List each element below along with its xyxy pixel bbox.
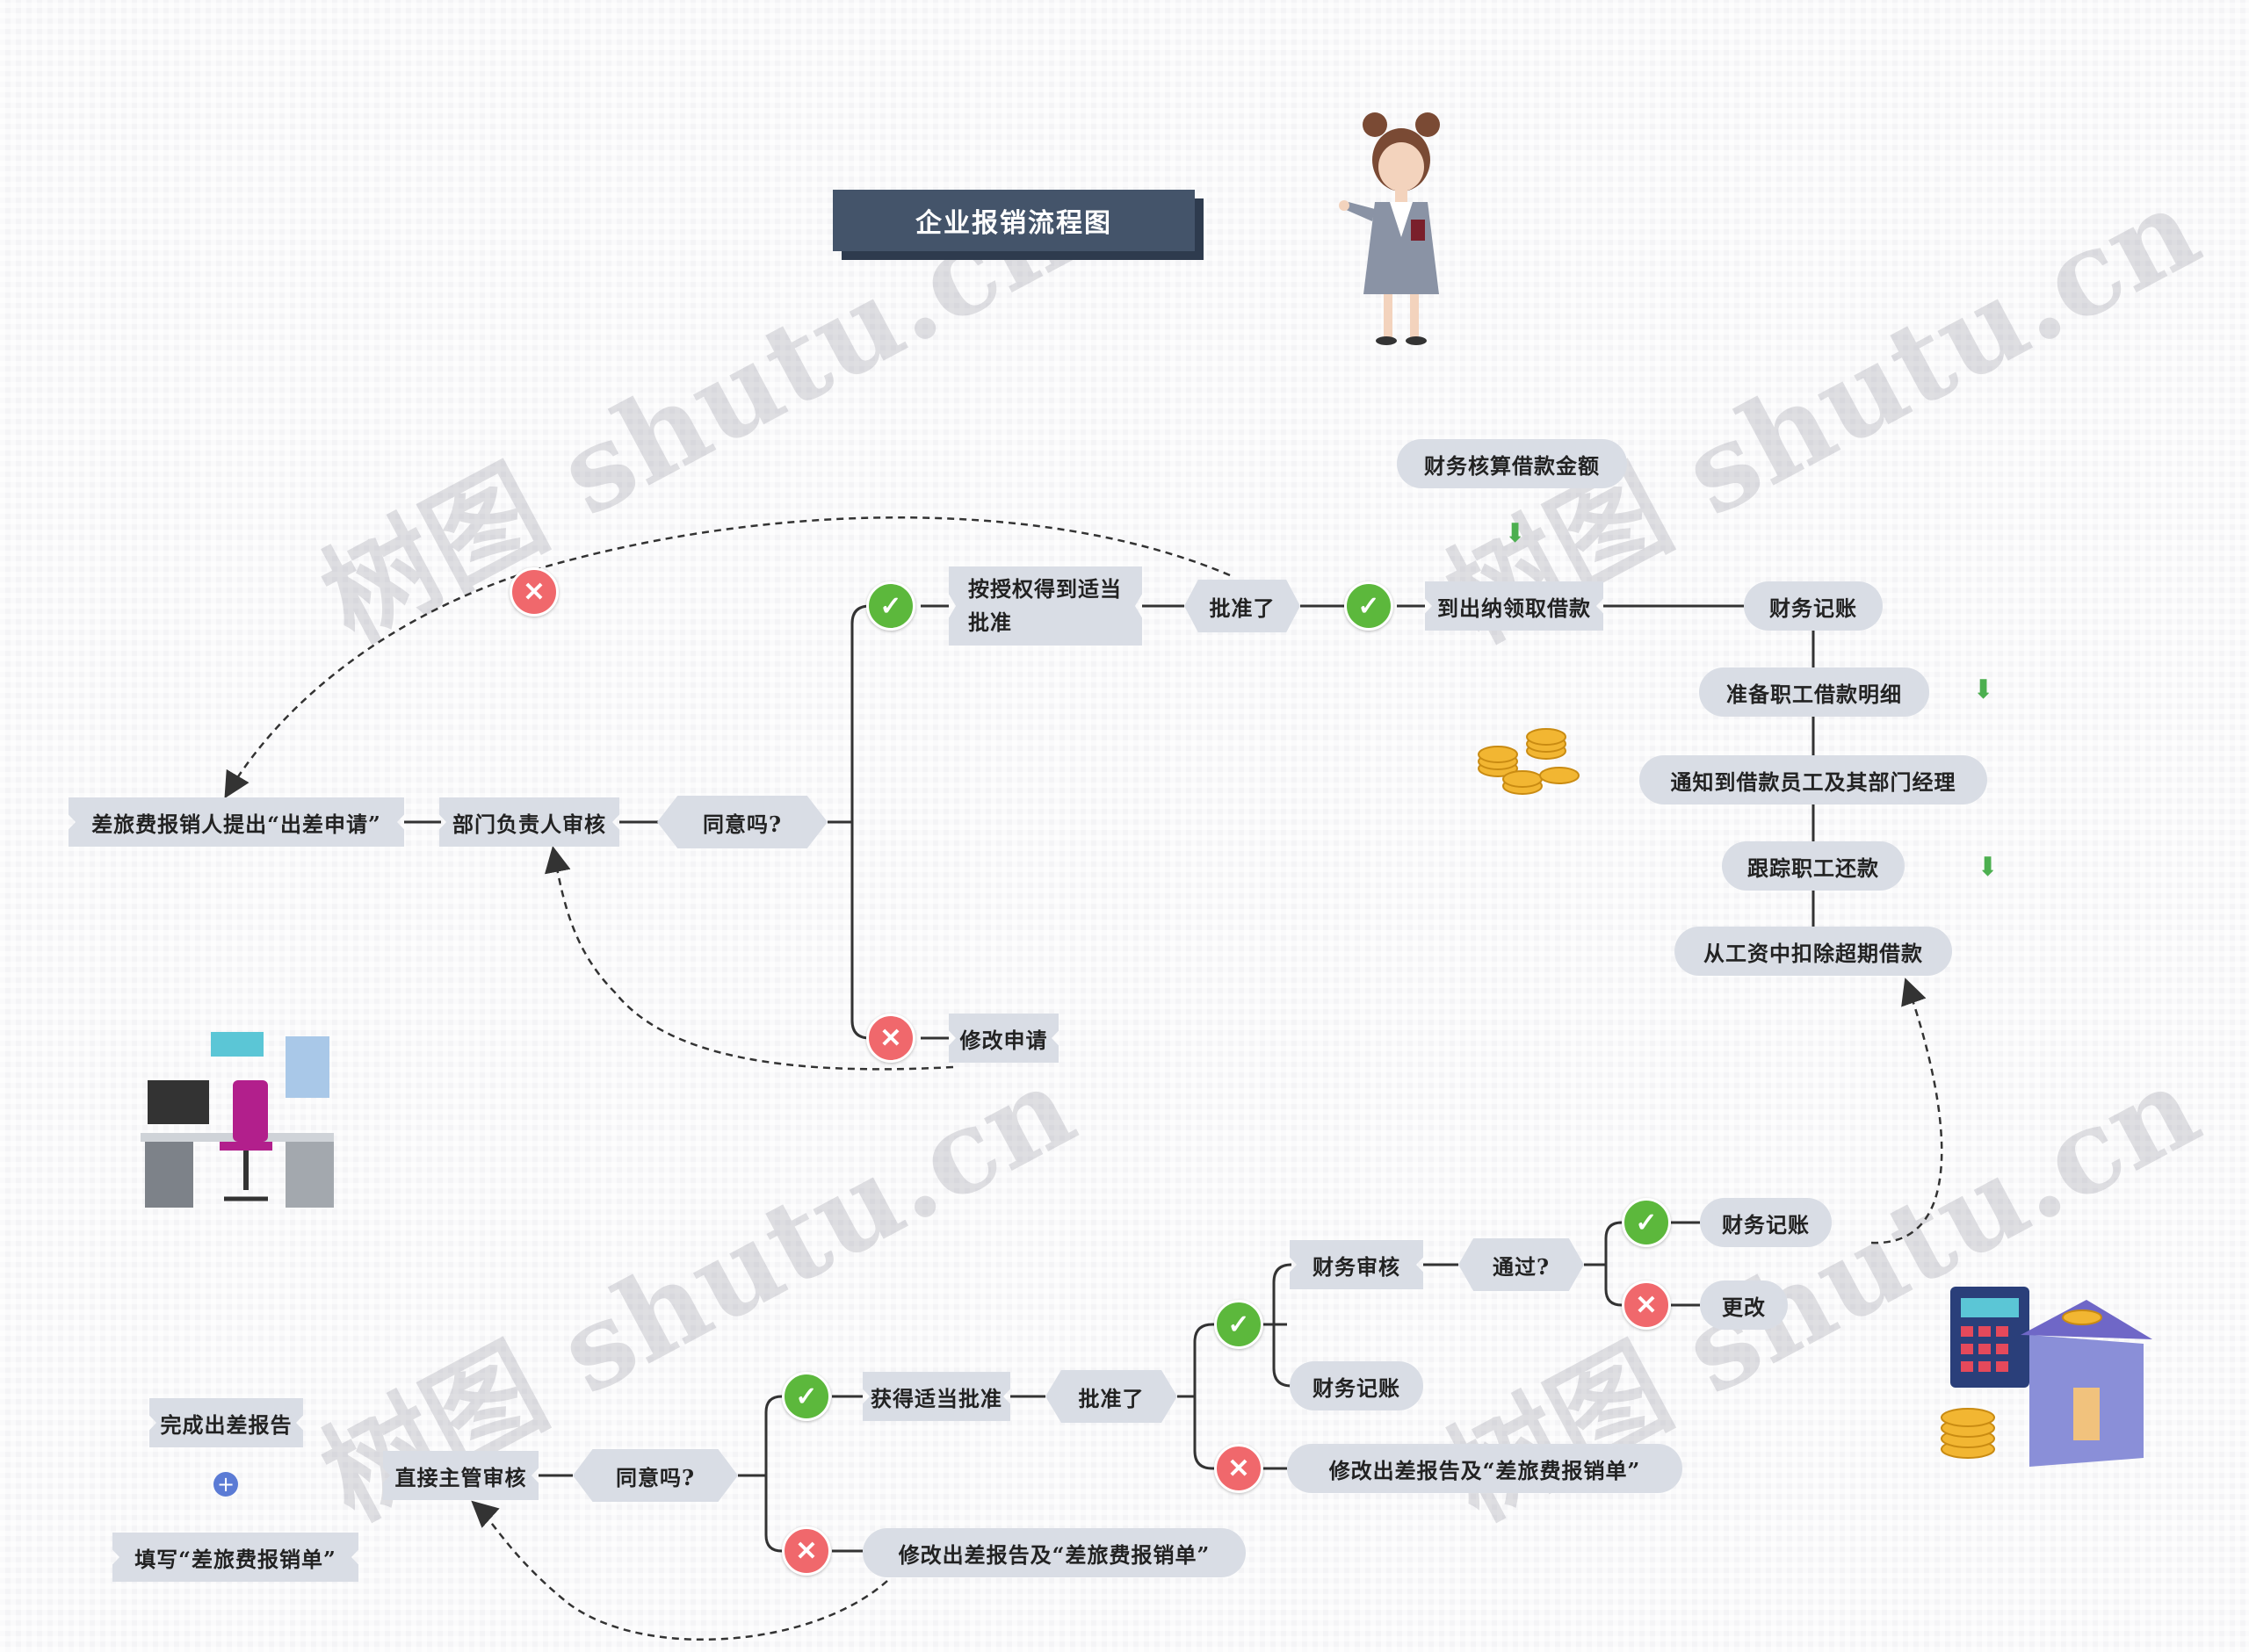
plus-icon[interactable]: + xyxy=(213,1472,238,1497)
approve-check-icon: ✓ xyxy=(866,581,915,631)
node-complete-report: 完成出差报告 xyxy=(149,1398,303,1447)
node-prepare-detail: 准备职工借款明细 xyxy=(1699,667,1929,717)
node-record2: 财务记账 xyxy=(1700,1198,1832,1247)
coins-illustration xyxy=(1478,728,1580,795)
approve-check-icon: ✓ xyxy=(1214,1300,1263,1349)
girl-illustration xyxy=(1339,112,1440,345)
node-supervisor-review: 直接主管审核 xyxy=(383,1451,539,1500)
node-apply: 差旅费报销人提出“出差申请” xyxy=(69,797,404,847)
down-arrow-icon: ⬇ xyxy=(1977,852,2000,883)
node-fill-form: 填写“差旅费报销单” xyxy=(112,1533,358,1582)
page-title: 企业报销流程图 xyxy=(833,190,1195,251)
node-track: 跟踪职工还款 xyxy=(1722,841,1905,891)
reject-cross-icon: ✕ xyxy=(1214,1444,1263,1493)
reject-cross-icon: ✕ xyxy=(510,567,559,617)
node-modify-report2: 修改出差报告及“差旅费报销单” xyxy=(863,1528,1246,1577)
node-approved1: 批准了 xyxy=(1184,580,1300,632)
node-finance-review: 财务审核 xyxy=(1290,1240,1423,1289)
node-deduct: 从工资中扣除超期借款 xyxy=(1674,927,1952,976)
node-agree1: 同意吗? xyxy=(657,796,828,848)
node-pass: 通过? xyxy=(1458,1238,1584,1291)
node-finance-calc: 财务核算借款金额 xyxy=(1397,439,1627,488)
node-approved2: 批准了 xyxy=(1045,1370,1177,1423)
office-desk-illustration xyxy=(141,1032,334,1208)
node-agree2: 同意吗? xyxy=(573,1449,738,1502)
node-approve-step: 按授权得到适当批准 xyxy=(949,566,1142,646)
down-arrow-icon: ⬇ xyxy=(1504,518,1527,549)
node-notify: 通知到借款员工及其部门经理 xyxy=(1639,755,1987,804)
reject-cross-icon: ✕ xyxy=(1622,1280,1671,1330)
node-dept-review: 部门负责人审核 xyxy=(439,797,619,847)
reject-cross-icon: ✕ xyxy=(782,1526,831,1576)
node-get-approval: 获得适当批准 xyxy=(863,1372,1010,1421)
reject-cross-icon: ✕ xyxy=(866,1014,915,1063)
node-change: 更改 xyxy=(1700,1280,1788,1330)
node-modify-apply: 修改申请 xyxy=(949,1014,1059,1063)
node-record3: 财务记账 xyxy=(1290,1361,1423,1410)
node-get-loan: 到出纳领取借款 xyxy=(1425,581,1603,631)
node-modify-report1: 修改出差报告及“差旅费报销单” xyxy=(1287,1444,1682,1493)
node-record1: 财务记账 xyxy=(1744,581,1883,631)
finance-house-illustration xyxy=(1941,1287,2152,1467)
approve-check-icon: ✓ xyxy=(1344,581,1393,631)
approve-check-icon: ✓ xyxy=(782,1372,831,1421)
down-arrow-icon: ⬇ xyxy=(1972,675,1995,705)
approve-check-icon: ✓ xyxy=(1622,1198,1671,1247)
